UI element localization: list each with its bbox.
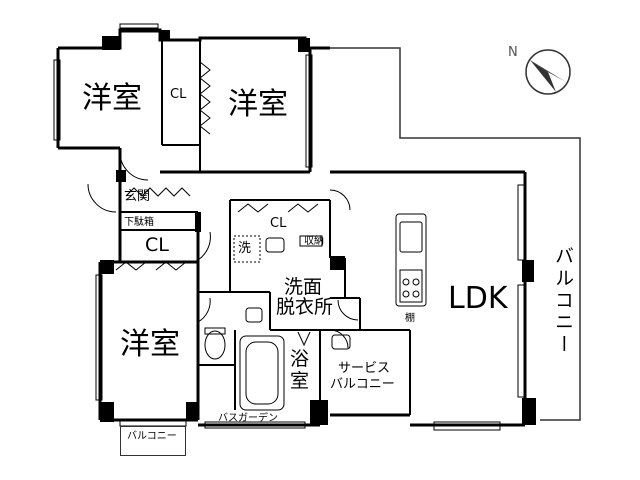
interior-walls <box>120 40 411 425</box>
room-label-balcony-small: バルコニー <box>127 431 177 442</box>
balcony-outline <box>330 47 581 421</box>
room-label-bathroom-2: 室 <box>290 370 310 392</box>
room-label-shoe-cabinet: 下駄箱 <box>124 217 154 228</box>
room-label-bath-garden: バスガーデン <box>218 413 278 424</box>
room-label-closet-top: CL <box>170 87 187 102</box>
room-label-service-balcony-2: バルコニー <box>330 377 395 392</box>
room-label-closet-mid: CL <box>270 216 287 231</box>
room-label-dressing-room: 脱衣所 <box>276 296 334 318</box>
room-label-closet-left: CL <box>145 234 169 256</box>
balcony-small-box <box>120 426 186 456</box>
room-label-storage: 収納 <box>304 236 324 247</box>
room-label-bedroom-top-left: 洋室 <box>82 81 142 116</box>
room-label-washroom: 洗面 <box>284 276 323 298</box>
compass-rose <box>525 49 571 95</box>
fixtures <box>204 213 427 411</box>
room-label-entrance: 玄関 <box>124 189 151 204</box>
windows <box>53 23 527 431</box>
compass-north-label: N <box>508 45 518 60</box>
room-label-washer: 洗 <box>238 241 252 256</box>
closet-doors <box>115 61 319 271</box>
room-label-ldk: LDK <box>448 281 508 316</box>
room-label-shelf: 棚 <box>405 313 415 324</box>
room-label-bathroom-1: 浴 <box>290 348 310 370</box>
room-label-bedroom-top-right: 洋室 <box>228 87 288 122</box>
room-label-bedroom-bottom-left: 洋室 <box>120 327 180 362</box>
door-swings <box>87 151 359 349</box>
room-label-balcony-right: バルコニー <box>552 246 574 356</box>
room-label-service-balcony-1: サービス <box>338 361 391 376</box>
pillars <box>100 30 536 425</box>
